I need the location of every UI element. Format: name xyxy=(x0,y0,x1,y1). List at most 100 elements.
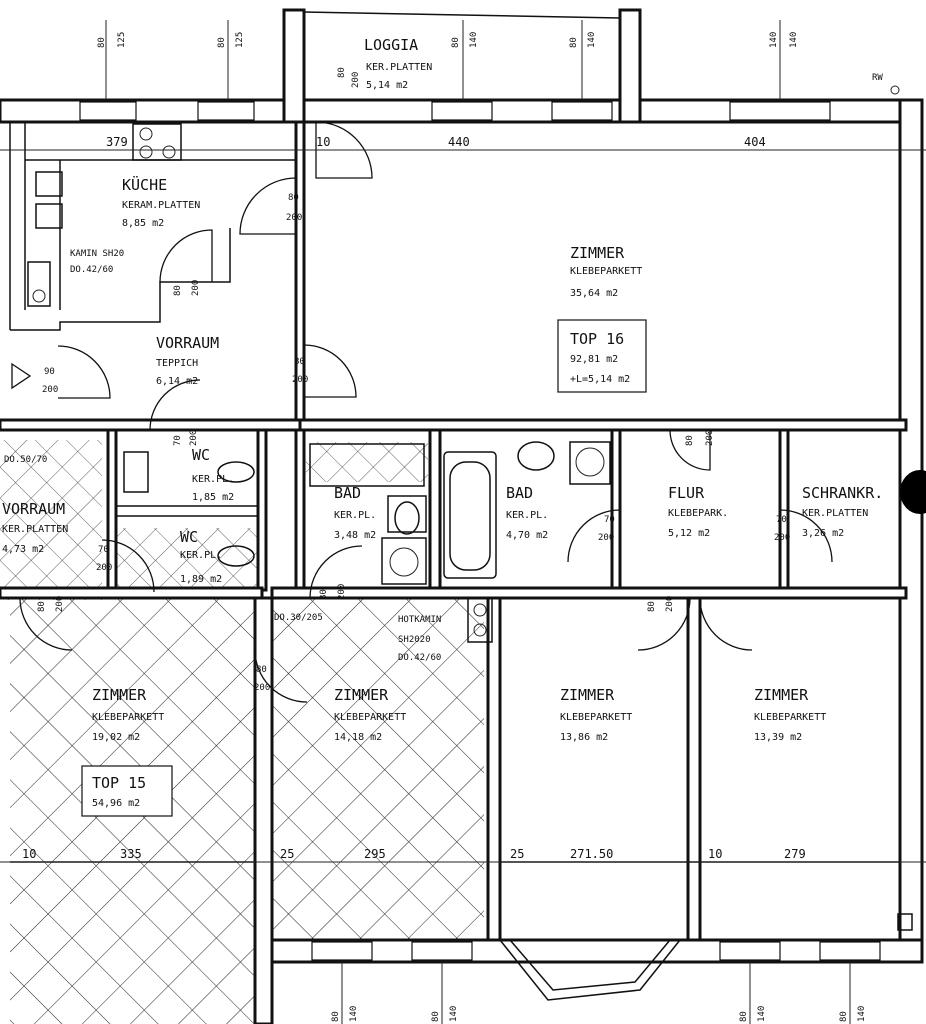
rw-label: RW xyxy=(872,73,883,83)
zimmer-main-name: ZIMMER xyxy=(570,244,625,262)
d6-a: 80 xyxy=(685,435,695,446)
zimmer-2-floor: KLEBEPARKETT xyxy=(334,712,406,723)
b1-a: 80 xyxy=(331,1011,341,1022)
d8-a: 80 xyxy=(647,601,657,612)
d2-b: 200 xyxy=(191,280,201,296)
window-marks: 80 125 80 125 80 140 80 140 140 140 80 2… xyxy=(97,32,867,1022)
top15-title: TOP 15 xyxy=(92,774,146,792)
zimmer-1-floor: KLEBEPARKETT xyxy=(92,712,164,723)
d12-a: 80 xyxy=(256,665,267,675)
b4-a: 80 xyxy=(839,1011,849,1022)
bad-2-name: BAD xyxy=(506,484,533,502)
flur-area: 5,12 m2 xyxy=(668,528,710,539)
vorraum-left-floor: KER.PLATTEN xyxy=(2,524,68,535)
dim-bot-335: 335 xyxy=(120,847,142,861)
top15-box xyxy=(81,765,173,817)
wc-bottom-area: 1,89 m2 xyxy=(180,574,222,585)
hotkamin-do-label: DO.42/60 xyxy=(398,653,441,663)
zimmer-1-name: ZIMMER xyxy=(92,686,147,704)
bad-2-floor: KER.PL. xyxy=(506,510,548,521)
dim-bot-25b: 25 xyxy=(510,847,524,861)
kueche-name: KÜCHE xyxy=(122,175,167,194)
d11-a: 80 xyxy=(37,601,47,612)
d1-b: 200 xyxy=(286,213,302,223)
d12-b: 200 xyxy=(254,683,270,693)
top16-loggia: +L=5,14 m2 xyxy=(570,374,630,385)
vorraum-left-name: VORRAUM xyxy=(2,500,65,518)
scroll-handle[interactable] xyxy=(900,470,926,514)
do-50-70-label: DO.50/70 xyxy=(4,455,47,465)
w3-a: 80 xyxy=(451,37,461,48)
room-labels: LOGGIA KER.PLATTEN 5,14 m2 KÜCHE KERAM.P… xyxy=(2,36,883,743)
vorraum-floor: TEPPICH xyxy=(156,358,198,369)
kamin-do-label: DO.42/60 xyxy=(70,265,113,275)
do-30-205-label: DO.30/205 xyxy=(274,613,323,623)
d7-b: 200 xyxy=(598,533,614,543)
hotkamin-label: HOTKAMIN xyxy=(398,615,441,625)
floor-hatch-zimmer-2 xyxy=(272,598,484,940)
w2-a: 80 xyxy=(217,37,227,48)
zimmer-2-name: ZIMMER xyxy=(334,686,389,704)
w5-a: 140 xyxy=(769,32,779,48)
d9-a: 70 xyxy=(776,515,787,525)
d11-b: 200 xyxy=(55,596,65,612)
dim-bot-279: 279 xyxy=(784,847,806,861)
kueche-area: 8,85 m2 xyxy=(122,218,164,229)
flur-floor: KLEBEPARK. xyxy=(668,508,728,519)
fixtures xyxy=(27,85,913,931)
b2-a: 80 xyxy=(431,1011,441,1022)
zimmer-4-floor: KLEBEPARKETT xyxy=(754,712,826,723)
dim-top-10: 10 xyxy=(316,135,330,149)
zimmer-4-area: 13,39 m2 xyxy=(754,732,802,743)
loggia-a: 80 xyxy=(337,67,347,78)
w5-b: 140 xyxy=(789,32,799,48)
floor-hatch-vorraum-left xyxy=(0,440,102,600)
zimmer-3-area: 13,86 m2 xyxy=(560,732,608,743)
b3-a: 80 xyxy=(739,1011,749,1022)
top-labels: TOP 16 92,81 m2 +L=5,14 m2 TOP 15 54,96 … xyxy=(92,330,630,809)
w1-b: 125 xyxy=(117,32,127,48)
schrankr-area: 3,26 m2 xyxy=(802,528,844,539)
top15-area: 54,96 m2 xyxy=(92,798,140,809)
loggia-b: 200 xyxy=(351,72,361,88)
zimmer-main-area: 35,64 m2 xyxy=(570,288,618,299)
bad-2-area: 4,70 m2 xyxy=(506,530,548,541)
d13-b: 200 xyxy=(337,584,347,600)
dim-top-379: 379 xyxy=(106,135,128,149)
vorraum-area: 6,14 m2 xyxy=(156,376,198,387)
d13-a: 80 xyxy=(319,589,329,600)
top16-box xyxy=(557,319,647,393)
d4-b: 200 xyxy=(42,385,58,395)
bad-1-floor: KER.PL. xyxy=(334,510,376,521)
zimmer-3-name: ZIMMER xyxy=(560,686,615,704)
vorraum-name: VORRAUM xyxy=(156,334,219,352)
dim-bot-27150: 271.50 xyxy=(570,847,613,861)
loggia-name: LOGGIA xyxy=(364,36,418,54)
kueche-floor: KERAM.PLATTEN xyxy=(122,200,200,211)
d9-b: 200 xyxy=(774,533,790,543)
d3-a: 80 xyxy=(294,357,305,367)
interior-walls xyxy=(0,120,908,942)
door-marks: 80 200 80 200 80 200 90 200 70 200 80 20… xyxy=(37,193,790,693)
dim-bot-25a: 25 xyxy=(280,847,294,861)
wc-bottom-name: WC xyxy=(180,528,198,546)
bad-1-area: 3,48 m2 xyxy=(334,530,376,541)
wc-top-area: 1,85 m2 xyxy=(192,492,234,503)
vorraum-left-area: 4,73 m2 xyxy=(2,544,44,555)
d7-a: 70 xyxy=(604,515,615,525)
d4-a: 90 xyxy=(44,367,55,377)
top16-title: TOP 16 xyxy=(570,330,624,348)
zimmer-4-name: ZIMMER xyxy=(754,686,809,704)
door-swings xyxy=(11,121,833,703)
b3-b: 140 xyxy=(757,1006,767,1022)
w4-a: 80 xyxy=(569,37,579,48)
bad-1-name: BAD xyxy=(334,484,361,502)
w3-b: 140 xyxy=(469,32,479,48)
b2-b: 140 xyxy=(449,1006,459,1022)
hotkamin-sh-label: SH2020 xyxy=(398,635,431,645)
dim-top-404: 404 xyxy=(744,135,766,149)
w1-a: 80 xyxy=(97,37,107,48)
d5-b: 200 xyxy=(189,430,199,446)
annotations: KAMIN SH20 DO.42/60 RW DO.50/70 DO.30/20… xyxy=(4,73,883,663)
wc-top-floor: KER.PL. xyxy=(192,474,234,485)
